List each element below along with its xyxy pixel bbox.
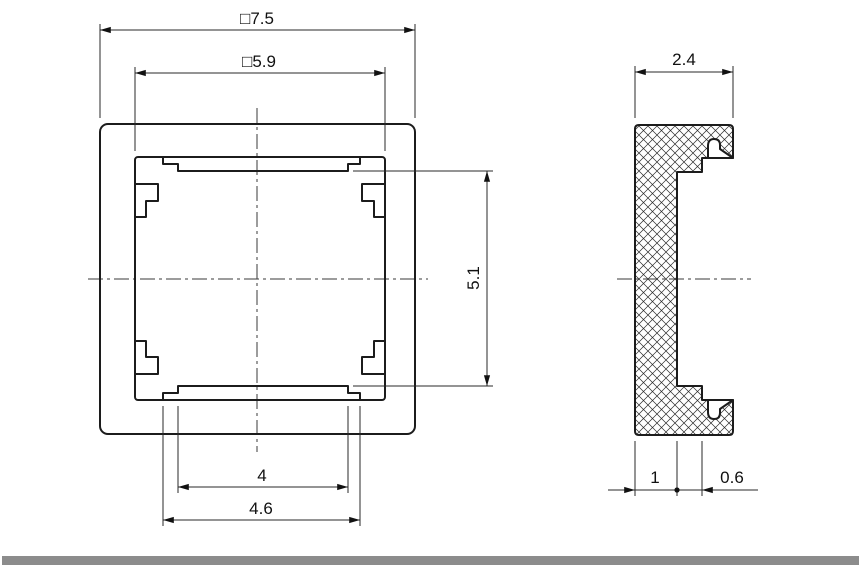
footer-divider	[2, 556, 859, 565]
front-tab-bottom-right	[361, 340, 385, 375]
front-tab-bottom-left	[135, 340, 159, 375]
front-inner-outline	[134, 156, 386, 401]
dim-inner-width: □5.9	[134, 52, 386, 151]
dim-wall-label: 1	[650, 468, 659, 487]
front-top-rib	[162, 157, 361, 172]
side-view-dimensions: 2.4 1 0.6	[608, 50, 758, 496]
dim-depth: 2.4	[634, 50, 734, 118]
dim-depth-label: 2.4	[672, 50, 696, 69]
front-view-dimensions: □7.5 □5.9 5.1 4 4.6	[99, 9, 493, 526]
dim-rib-base-width: 4.6	[162, 406, 361, 526]
front-tab-top-left	[135, 183, 159, 218]
dim-lip-label: 0.6	[720, 468, 744, 487]
dim-inner-height-label: 5.1	[464, 266, 483, 290]
front-bottom-rib	[162, 385, 361, 400]
side-section-body	[634, 124, 734, 436]
dimension-dot	[674, 487, 680, 493]
front-view	[88, 108, 428, 452]
dim-outer-width-label: □7.5	[240, 9, 274, 28]
dim-inner-height: 5.1	[353, 170, 493, 387]
dim-rib-width-label: 4	[257, 466, 266, 485]
side-snap-slot-top	[707, 138, 734, 159]
side-snap-slot-bottom	[707, 399, 734, 420]
front-tab-top-right	[361, 183, 385, 218]
dim-wall-and-lip: 1 0.6	[608, 441, 758, 496]
dim-outer-width: □7.5	[99, 9, 416, 118]
dim-rib-width: 4	[177, 406, 349, 493]
dim-rib-base-width-label: 4.6	[249, 499, 273, 518]
side-view	[617, 124, 751, 436]
dim-inner-width-label: □5.9	[242, 52, 276, 71]
front-outer-outline	[99, 123, 416, 435]
